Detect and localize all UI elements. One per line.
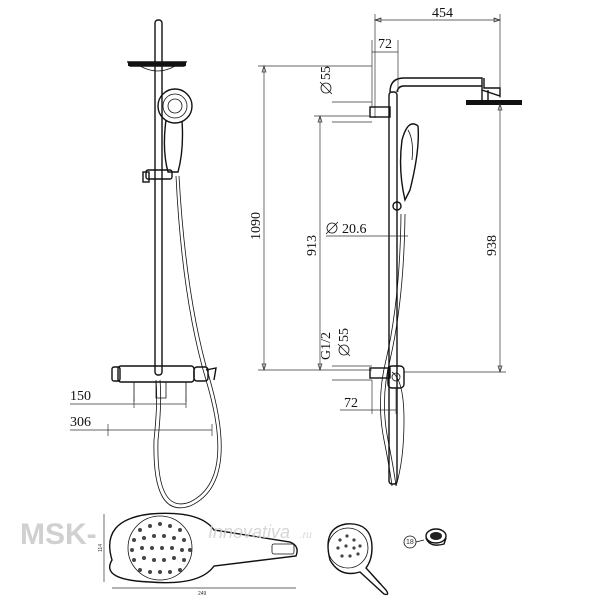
front-slider xyxy=(145,169,173,180)
side-hand-shower xyxy=(399,123,419,203)
dim-dia-20-6: 20.6 xyxy=(342,222,367,237)
dim-454: 454 xyxy=(432,6,453,21)
watermark-brand: MSK- xyxy=(20,518,97,551)
dim-913: 913 xyxy=(305,235,320,256)
dim-dia-55-bottom: 55 xyxy=(337,328,352,342)
hand-shower-outline xyxy=(108,512,298,584)
dim-249: 249 xyxy=(198,591,207,597)
part-18-label: 18 xyxy=(406,539,414,546)
side-riser xyxy=(388,91,398,485)
hand-shower-nozzles xyxy=(130,522,192,574)
watermark-site: Innovativa xyxy=(208,522,290,542)
dim-72-bottom: 72 xyxy=(344,396,358,411)
dim-72-top: 72 xyxy=(378,37,392,52)
hand-shower-perspective xyxy=(327,523,389,596)
front-hand-shower-handle xyxy=(163,119,184,173)
watermark-tld: .ru xyxy=(300,530,312,541)
dim-dia-55-top: 55 xyxy=(319,66,334,80)
watermark: MSK- Innovativa .ru xyxy=(20,518,312,551)
dim-114: 114 xyxy=(98,544,104,552)
dim-thread-g12: G1/2 xyxy=(319,332,334,360)
side-arm xyxy=(389,77,501,97)
front-riser xyxy=(154,19,163,376)
side-bottom-bracket xyxy=(369,367,391,379)
side-hose xyxy=(380,213,402,487)
front-hose xyxy=(157,175,219,505)
dim-1090: 1090 xyxy=(249,212,264,240)
part-18: 18 xyxy=(403,528,447,549)
dim-306: 306 xyxy=(70,415,91,430)
hand-shower-detail: 114 249 18 xyxy=(98,512,447,597)
front-view: 150 306 xyxy=(70,19,222,509)
side-head-shower xyxy=(466,100,522,105)
dim-938: 938 xyxy=(485,235,500,256)
side-top-bracket xyxy=(369,106,391,118)
side-view: 454 72 55 xyxy=(249,6,522,487)
dim-150: 150 xyxy=(70,389,91,404)
side-slider xyxy=(392,201,402,211)
front-hand-shower-head xyxy=(157,88,193,124)
